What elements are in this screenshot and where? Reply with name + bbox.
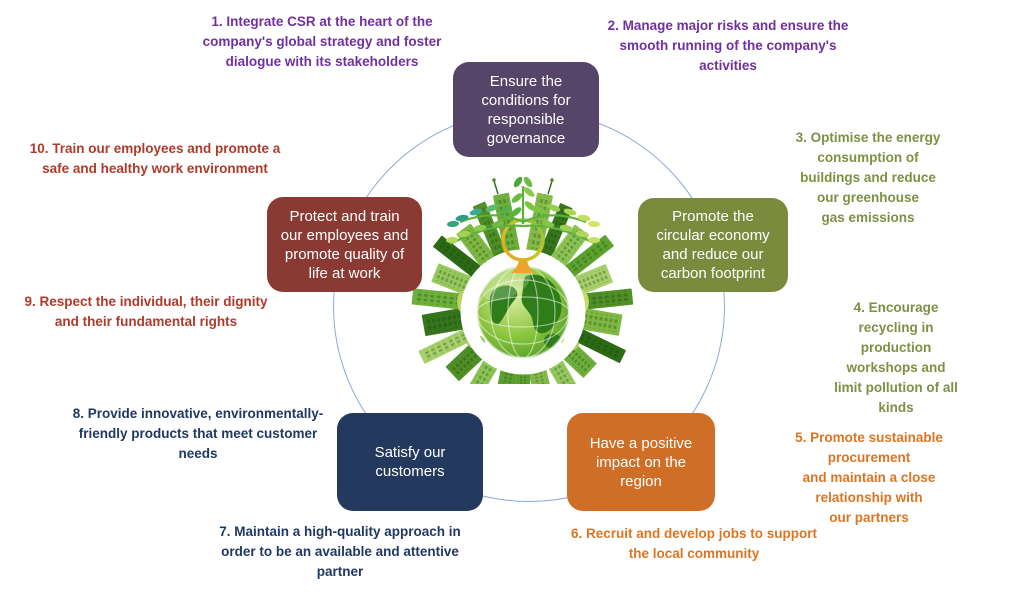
commitment-note-10: 10. Train our employees and promote a sa… [29, 141, 281, 176]
pillar-box-region: Have a positive impact on the region [567, 413, 715, 511]
pillar-box-employees: Protect and train our employees and prom… [267, 197, 422, 292]
tree [446, 176, 600, 273]
pillar-box-governance: Ensure the conditions for responsible go… [453, 62, 599, 157]
white-ring [460, 249, 586, 375]
commitment-note-1: 1. Integrate CSR at the heart of the com… [202, 14, 442, 69]
globe [477, 266, 569, 358]
green-city-globe-illustration [411, 176, 634, 384]
commitment-note-7: 7. Maintain a high-quality approach in o… [219, 524, 461, 579]
commitment-note-5: 5. Promote sustainable procurement and m… [795, 430, 943, 525]
commitment-note-2: 2. Manage major risks and ensure the smo… [607, 18, 849, 73]
commitment-note-6: 6. Recruit and develop jobs to support t… [570, 526, 818, 561]
pillar-box-circular-economy: Promote the circular economy and reduce … [638, 198, 788, 292]
commitment-note-8: 8. Provide innovative, environmentally- … [72, 406, 324, 461]
commitment-note-9: 9. Respect the individual, their dignity… [24, 294, 268, 329]
commitment-note-3: 3. Optimise the energy consumption of bu… [795, 130, 941, 225]
pillar-box-customers: Satisfy our customers [337, 413, 483, 511]
leaves [446, 176, 600, 244]
commitment-note-4: 4. Encourage recycling in production wor… [834, 300, 958, 415]
